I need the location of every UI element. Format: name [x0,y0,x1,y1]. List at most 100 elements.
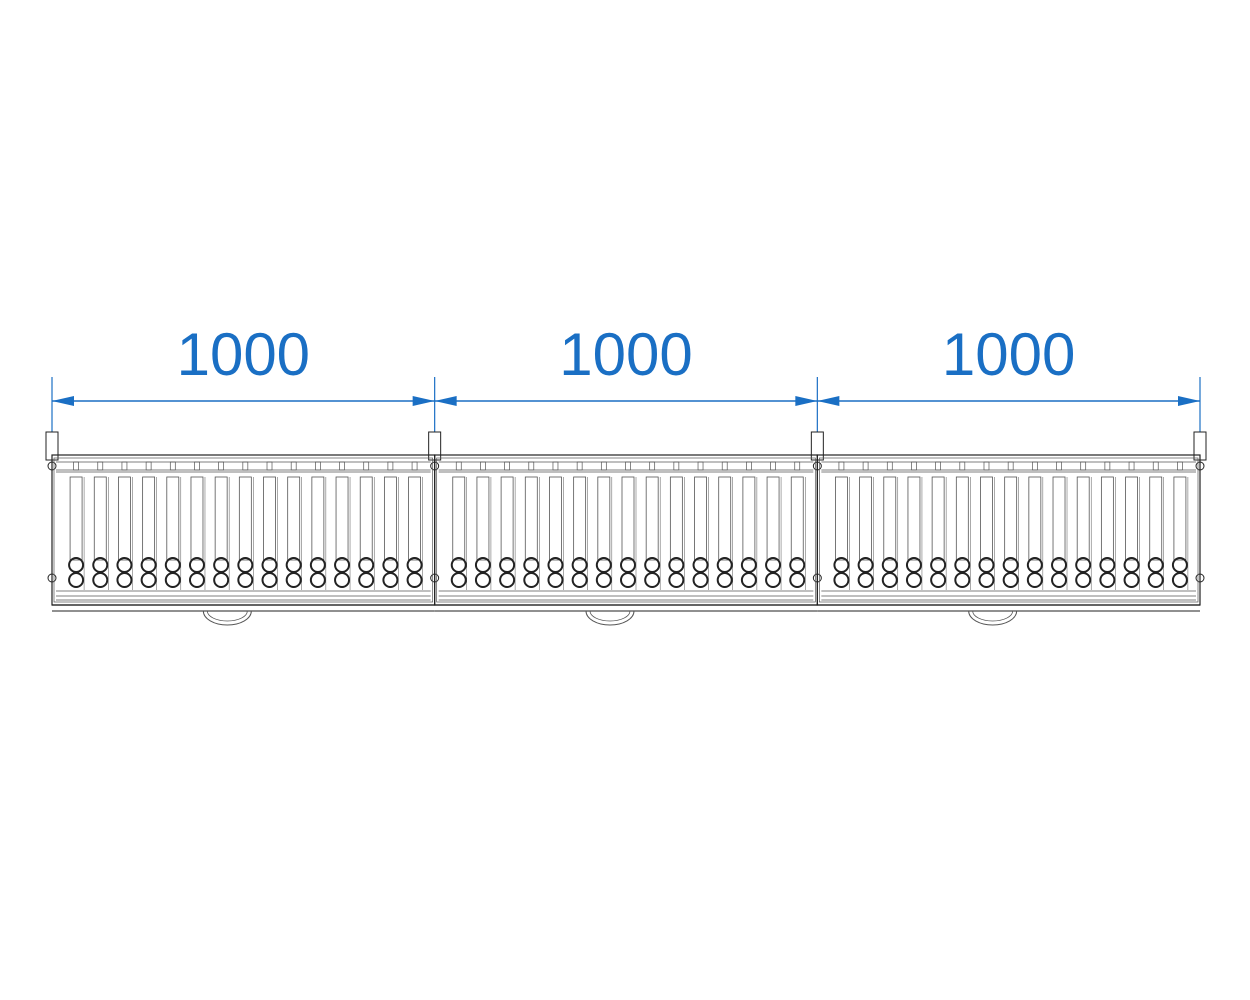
baluster-bar [190,476,204,561]
baluster-clip [480,461,486,471]
railing-panels [45,431,1207,626]
ring-lower [334,572,351,588]
foot-arc [202,610,252,626]
foot-arc-inner [972,610,1014,622]
arrowhead-left [434,396,457,406]
baluster [92,461,109,590]
baluster [285,461,302,590]
baluster-bar [1173,476,1187,561]
baluster-bar [835,476,848,561]
dimension-label: 1000 [942,321,1075,388]
baluster-clip [290,461,297,471]
baluster [1099,461,1116,590]
baluster-bar [524,476,538,561]
baluster [334,461,351,590]
ring-lower [116,572,133,588]
panel-inner-frame [818,457,1199,603]
baluster [474,461,492,590]
baluster [978,461,995,590]
baluster [140,461,157,590]
panel-frame [51,454,436,606]
baluster-bar [955,476,969,561]
baluster-bar [500,476,514,561]
baluster-clip [959,461,966,471]
arrowhead-right [795,396,818,406]
baluster-bar [311,476,325,561]
baluster [620,461,637,590]
baluster-clip [886,461,893,471]
baluster [358,461,375,590]
ring-lower [930,572,947,588]
baluster-clip [1152,461,1159,471]
baluster-clip [455,461,462,471]
ring-lower [1002,572,1019,588]
ring-lower [571,572,588,588]
ring-lower [620,572,636,588]
dimension-label: 1000 [559,321,692,388]
baluster [881,461,899,590]
baluster-bar [790,476,804,561]
baluster-bar [476,476,490,561]
baluster-bar [766,476,780,561]
baluster [833,461,850,590]
railing-panel [51,454,436,626]
baluster [716,461,733,590]
baluster-bar [549,476,562,561]
baluster [406,461,423,590]
baluster-clip [218,461,225,471]
baluster-bar [859,476,872,561]
ring-lower [978,572,995,588]
ring-lower [716,572,733,588]
baluster-clip [169,461,176,471]
baluster-clip [983,461,990,471]
baluster-bar [93,476,107,561]
baluster [789,461,806,590]
baluster [644,461,661,590]
baluster-bar [694,476,707,561]
ring-upper [499,557,516,573]
baluster-clip [1080,461,1087,471]
baluster-clip [339,461,345,471]
ring-lower [188,572,205,588]
ring-lower [68,572,85,588]
panel-frame [434,454,818,606]
baluster-clip [552,461,559,471]
baluster-clip [935,461,941,471]
baluster-bar [980,476,993,561]
baluster-clip [794,461,801,471]
baluster-clip [576,461,583,471]
baluster-clip [504,461,510,471]
ring-lower [905,572,922,588]
ring-lower [740,572,757,588]
railing-panel [434,454,818,626]
baluster-clip [528,461,535,471]
baluster [213,461,230,590]
baluster [116,461,133,590]
ring-lower [523,572,540,588]
baluster [692,461,709,590]
ring-lower [164,572,181,588]
baluster-clip [625,461,631,471]
ring-lower [833,572,850,588]
baluster [1026,461,1044,590]
ring-lower [406,572,423,588]
ring-lower [644,572,661,588]
baluster [595,461,613,590]
ring-lower [261,572,278,588]
baluster-bar [238,476,252,561]
baluster-bar [1100,476,1114,561]
baluster-bar [645,476,659,561]
ring-lower [881,572,898,588]
baluster [765,461,782,590]
baluster-bar [883,476,897,561]
foot-arc [968,610,1018,626]
baluster-clip [194,461,200,471]
baluster-clip [363,461,370,471]
ring-lower [692,572,709,588]
baluster-bar [1149,476,1163,561]
baluster-bar [408,476,421,561]
ring-lower [954,572,971,588]
ring-lower [309,572,326,588]
baluster [1051,461,1068,590]
baluster [954,461,971,590]
